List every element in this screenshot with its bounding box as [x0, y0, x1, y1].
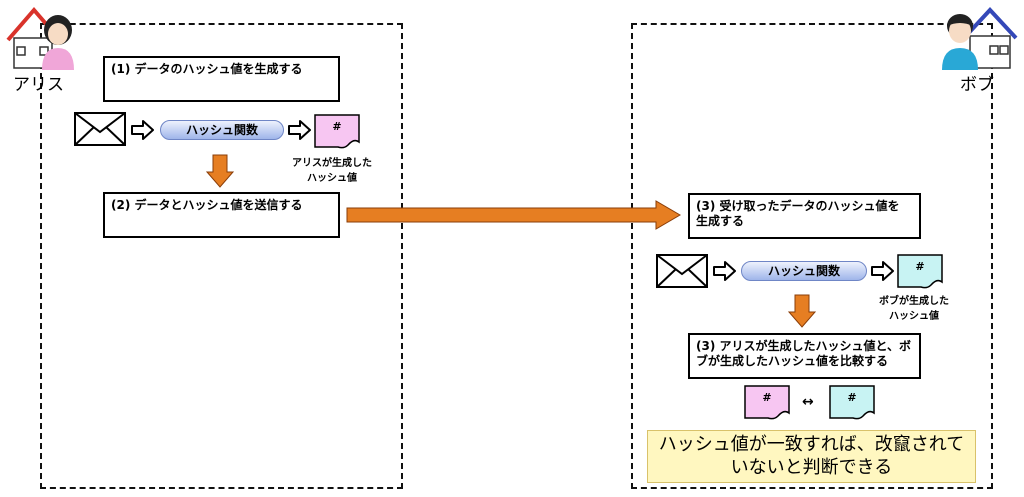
step-2-box: (2) データとハッシュ値を送信する: [103, 192, 340, 238]
step-2-text: (2) データとハッシュ値を送信する: [111, 198, 303, 212]
alice-panel: [40, 23, 403, 489]
alice-outline-arrow-icon-1: [131, 120, 154, 140]
step-3a-box: (3) 受け取ったデータのハッシュ値を 生成する: [688, 193, 921, 239]
bob-panel: [631, 23, 993, 489]
result-callout: ハッシュ値が一致すれば、改竄されて いないと判断できる: [647, 430, 976, 483]
alice-hash-caption-line2: ハッシュ値: [307, 173, 357, 184]
alice-name: アリス: [13, 75, 64, 95]
alice-down-arrow-icon: [206, 154, 234, 188]
alice-hash-caption-line1: アリスが生成した: [292, 158, 372, 169]
compare-arrow-icon: ↔: [802, 394, 814, 410]
alice-envelope-icon: [74, 112, 126, 146]
alice-person-icon: [42, 15, 74, 70]
bob-down-arrow-icon: [788, 294, 816, 328]
alice-outline-arrow-icon-2: [288, 120, 311, 140]
step-1-text: (1) データのハッシュ値を生成する: [111, 62, 303, 76]
compare-alice-hash-symbol: #: [762, 391, 772, 404]
step-3b-line2: ブが生成したハッシュ値を比較する: [696, 354, 889, 368]
bob-hash-document-icon: #: [897, 254, 943, 290]
alice-hash-function: ハッシュ関数: [160, 120, 284, 140]
bob-hash-caption-line1: ボブが生成した: [879, 296, 949, 307]
result-line2: いないと判断できる: [730, 457, 893, 478]
alice-hash-document-icon: #: [314, 114, 360, 150]
bob-outline-arrow-icon-2: [871, 261, 894, 281]
bob-envelope-icon: [656, 254, 708, 288]
bob-outline-arrow-icon-1: [713, 261, 736, 281]
bob-hash-function: ハッシュ関数: [741, 261, 867, 281]
transfer-arrow-icon: [346, 200, 681, 230]
step-3a-line1: (3) 受け取ったデータのハッシュ値を: [696, 199, 900, 213]
bob-name: ボブ: [960, 75, 994, 95]
alice-hash-symbol: #: [332, 120, 342, 133]
compare-alice-hash-icon: #: [744, 385, 790, 421]
compare-bob-hash-symbol: #: [847, 391, 857, 404]
bob-hash-caption: ボブが生成した ハッシュ値: [866, 294, 962, 324]
result-line1: ハッシュ値が一致すれば、改竄されて: [658, 434, 965, 455]
step-1-box: (1) データのハッシュ値を生成する: [103, 56, 340, 102]
step-3a-line2: 生成する: [696, 214, 745, 228]
bob-hash-caption-line2: ハッシュ値: [889, 311, 939, 322]
step-3b-line1: (3) アリスが生成したハッシュ値と、ボ: [696, 339, 912, 353]
alice-hash-caption: アリスが生成した ハッシュ値: [284, 156, 380, 186]
step-3b-box: (3) アリスが生成したハッシュ値と、ボ ブが生成したハッシュ値を比較する: [688, 333, 921, 379]
bob-hash-symbol: #: [915, 260, 925, 273]
compare-bob-hash-icon: #: [829, 385, 875, 421]
bob-person-icon: [942, 14, 978, 70]
